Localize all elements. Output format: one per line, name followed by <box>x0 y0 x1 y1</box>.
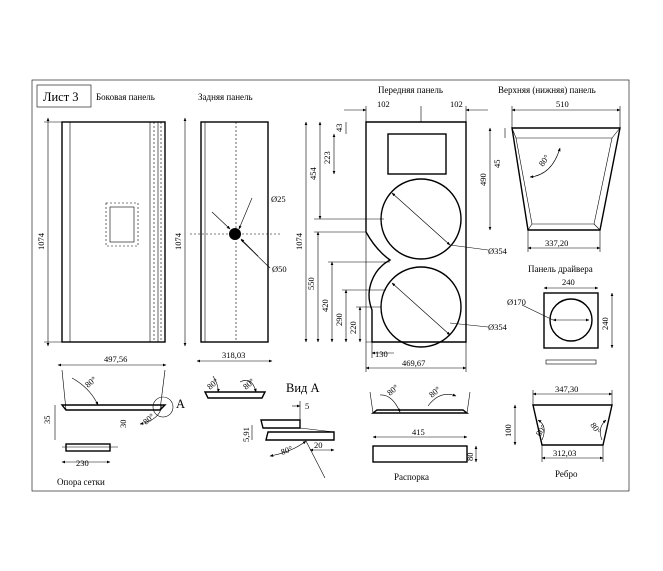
front-port-height-dim: 223 <box>322 151 332 164</box>
spacer-title: Распорка <box>394 472 429 482</box>
sheet-frame <box>31 79 630 492</box>
front-top-offset-dim: 43 <box>334 124 344 133</box>
rib-angle-left-dim: 80° <box>533 423 548 438</box>
back-panel-title: Задняя панель <box>198 92 253 102</box>
rib-height-dim: 100 <box>503 424 513 437</box>
front-height-dim: 1074 <box>294 232 304 250</box>
rib-bottom-width-dim: 312,03 <box>553 448 576 458</box>
support-height-dim: 35 <box>42 416 52 425</box>
grille-support-title: Опора сетки <box>57 477 105 487</box>
front-panel-view: Ø354 Ø354 102 102 1074 454 223 43 550 42… <box>294 99 508 372</box>
grille-support-view: 80° 80° А 35 30 230 <box>42 369 185 468</box>
back-hole-large-dim: Ø50 <box>272 264 287 274</box>
front-circle-upper-dim: Ø354 <box>488 246 508 256</box>
front-mid-b-dim: 420 <box>320 299 330 312</box>
front-mid-a-dim: 550 <box>306 277 316 290</box>
front-port-bottom-dim: 454 <box>308 167 318 181</box>
top-angle-dim: 80° <box>536 153 551 168</box>
back-hole-small-dim: Ø25 <box>271 194 286 204</box>
front-bottom-offset-dim: 130 <box>375 349 388 359</box>
front-circle-lower-dim: Ø354 <box>488 322 508 332</box>
view-a-title: Вид А <box>286 381 320 395</box>
lower-woofer-cutout <box>380 266 462 348</box>
side-panel-title: Боковая панель <box>96 92 155 102</box>
title-box <box>36 84 92 108</box>
front-right-margin-dim: 102 <box>450 99 463 109</box>
rib-top-width-dim: 347,30 <box>555 384 578 394</box>
front-left-margin-dim: 102 <box>377 99 390 109</box>
rib-view: 347,30 100 80° 80° 312,03 <box>503 384 613 462</box>
front-width-dim: 469,67 <box>402 358 425 368</box>
view-a-top-dim: 5 <box>305 401 309 411</box>
rib-title: Ребро <box>555 469 578 479</box>
back-angle-right-dim: 80° <box>241 376 257 391</box>
spacer-view: 80° 80° 415 80 <box>369 382 478 463</box>
top-width-dim: 510 <box>556 99 569 109</box>
support-length-dim: 230 <box>76 458 89 468</box>
support-thickness-dim: 30 <box>118 420 128 429</box>
driver-hole-dim: Ø170 <box>507 297 526 307</box>
back-width-dim: 318,03 <box>222 350 245 360</box>
back-bevel-view: 80° 80° <box>203 375 267 399</box>
driver-panel-title: Панель драйвера <box>528 264 593 274</box>
top-depth-dim: 490 <box>478 173 488 186</box>
rib-angle-right-dim: 80° <box>588 420 603 435</box>
front-mid-c-dim: 290 <box>334 313 344 326</box>
spacer-angle-right-dim: 80° <box>427 384 443 399</box>
driver-panel-view: Ø170 240 240 <box>507 277 614 365</box>
side-width-dim: 497,56 <box>104 354 127 364</box>
spacer-length-dim: 415 <box>412 427 425 437</box>
back-panel-view: Ø25 Ø50 1074 318,03 <box>173 117 287 363</box>
view-a-angle-dim: 80° <box>279 443 294 456</box>
spacer-height-dim: 80 <box>465 453 475 462</box>
top-front-depth-dim: 45 <box>492 160 502 169</box>
support-angle-right-dim: 80° <box>141 411 157 426</box>
top-panel-title: Верхняя (нижняя) панель <box>498 85 596 95</box>
top-back-width-dim: 337,20 <box>545 238 568 248</box>
sheet-title: Лист 3 <box>43 90 79 104</box>
spacer-angle-left-dim: 80° <box>385 382 401 397</box>
side-height-dim: 1074 <box>36 232 46 250</box>
view-a-height-dim: 5,91 <box>241 427 251 442</box>
back-height-dim: 1074 <box>173 232 183 250</box>
view-a-width-dim: 20 <box>314 440 323 450</box>
side-panel-view: 1074 497,56 <box>36 117 167 367</box>
top-panel-view: 80° 510 45 490 337,20 <box>478 99 621 252</box>
front-panel-title: Передняя панель <box>378 85 443 95</box>
front-mid-d-dim: 220 <box>348 321 358 334</box>
driver-height-dim: 240 <box>600 317 610 330</box>
view-a-detail: 5 5,91 80° 20 <box>241 401 335 479</box>
driver-width-dim: 240 <box>562 277 575 287</box>
callout-a: А <box>176 397 185 411</box>
